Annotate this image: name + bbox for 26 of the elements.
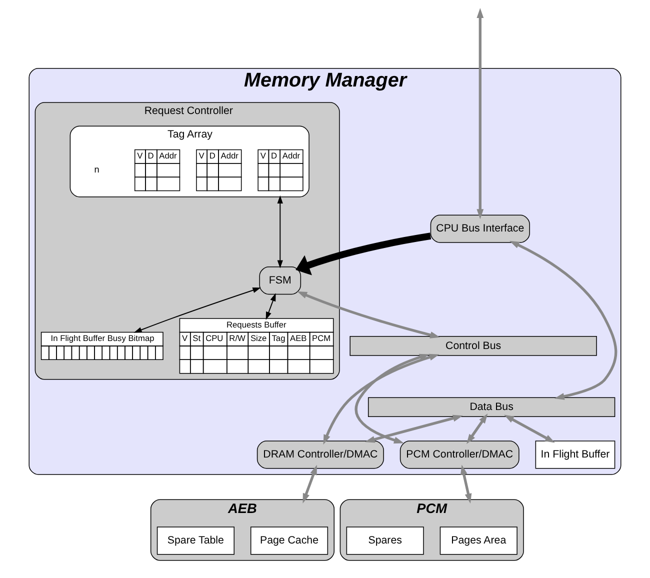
node-box: Control Bus bbox=[350, 336, 597, 356]
arrow bbox=[509, 240, 618, 400]
label: n bbox=[94, 164, 100, 175]
arrow bbox=[134, 288, 261, 333]
arrow bbox=[364, 414, 463, 443]
arrow bbox=[476, 8, 484, 220]
node-box: FSM bbox=[259, 266, 302, 295]
arrow bbox=[460, 464, 472, 504]
arrow bbox=[296, 232, 432, 276]
node-box: Page Cache bbox=[250, 526, 328, 555]
node-box: Data Bus bbox=[368, 397, 616, 418]
node-box: DRAM Controller/DMAC bbox=[256, 440, 384, 469]
node-box: CPU Bus Interface bbox=[430, 214, 530, 243]
node-box: Pages Area bbox=[440, 526, 518, 555]
node-box: Spares bbox=[346, 526, 424, 555]
arrow bbox=[302, 464, 317, 504]
arrow bbox=[504, 414, 555, 443]
arrow bbox=[297, 291, 440, 338]
node-box: Spare Table bbox=[156, 526, 234, 555]
node-box: PCM Controller/DMAC bbox=[400, 440, 520, 469]
arrow bbox=[266, 293, 276, 320]
node-box: In Flight Buffer bbox=[535, 440, 616, 469]
arrow bbox=[466, 414, 488, 444]
arrow bbox=[323, 354, 440, 445]
arrow bbox=[354, 354, 430, 444]
arrow bbox=[277, 195, 283, 268]
